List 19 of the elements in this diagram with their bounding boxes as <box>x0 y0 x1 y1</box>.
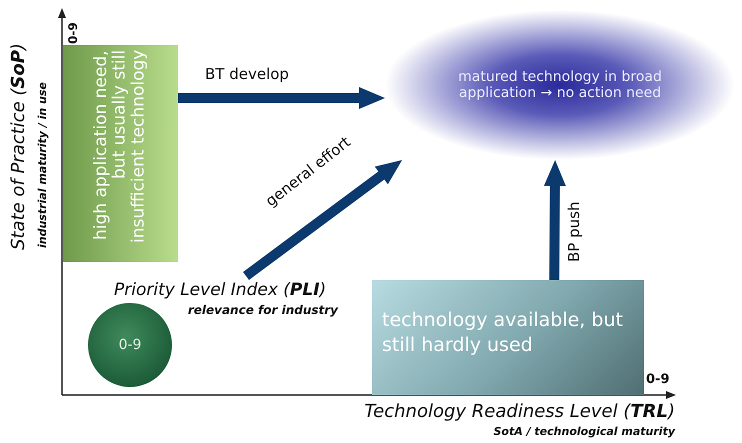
index-subtitle: relevance for industry <box>188 303 338 317</box>
index-title: Priority Level Index (PLI) <box>114 280 326 300</box>
node-text: technology available, but still hardly used <box>381 308 624 358</box>
axis-tick-label: 0-9 <box>66 22 80 44</box>
node-text: 0-9 <box>118 337 142 353</box>
axis-title: State of Practice (SoP) <box>8 43 29 250</box>
quadrant-panel <box>372 280 644 395</box>
axis-tick-label: 0-9 <box>646 372 670 387</box>
node-text: matured technology in broad application → no action need <box>457 69 663 101</box>
edge-label: BP push <box>565 202 583 262</box>
edge-label: BT develop <box>205 65 289 83</box>
quadrant-panel <box>63 45 178 262</box>
arrow <box>243 160 402 280</box>
arrow <box>544 160 566 280</box>
node-text: high application need, but usually still insufficient technology <box>92 50 149 246</box>
axis-subtitle: industrial maturity / in use <box>36 82 49 248</box>
axis-title: Technology Readiness Level (TRL) <box>364 401 675 422</box>
arrow <box>178 87 385 110</box>
axis-subtitle: SotA / technological maturity <box>494 425 675 438</box>
